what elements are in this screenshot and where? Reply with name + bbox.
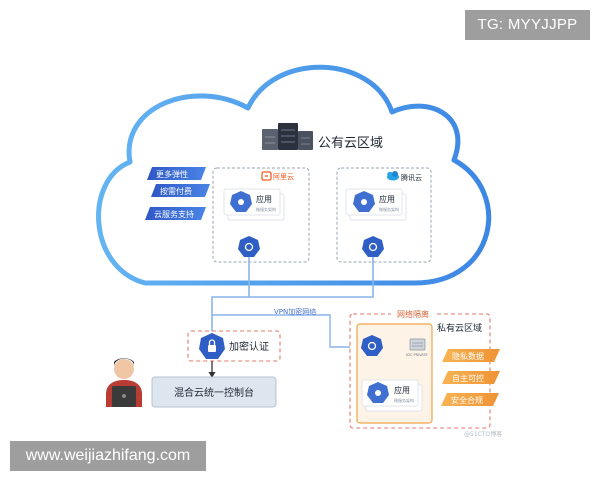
feature-tag-2-label: 按需付费 bbox=[160, 186, 192, 196]
auth-label: 加密认证 bbox=[229, 340, 269, 353]
idc-device-icon bbox=[409, 338, 426, 351]
isolation-tag bbox=[391, 308, 436, 320]
credit-text: @51CTO博客 bbox=[464, 430, 502, 438]
lock-shield-icon bbox=[199, 333, 225, 359]
aliyun-logo bbox=[261, 171, 272, 181]
feature-tag-1: 更多弹性 bbox=[147, 167, 206, 180]
private-tag-1: 隐私数据 bbox=[442, 349, 500, 362]
console-label: 混合云统一控制台 bbox=[174, 386, 254, 399]
microservice-icon-aliyun bbox=[230, 191, 252, 212]
microservice-icon-private bbox=[367, 382, 389, 403]
feature-tag-3: 云服务支持 bbox=[145, 207, 206, 220]
private-tag-2: 自主可控 bbox=[442, 371, 500, 384]
app-label-tencent: 应用 bbox=[379, 194, 395, 204]
idc-device-label: IDC PRIVATE bbox=[406, 353, 428, 357]
feature-tag-3-label: 云服务支持 bbox=[154, 209, 194, 219]
private-cloud-title: 私有云区域 bbox=[437, 322, 482, 334]
gateway-node-private bbox=[361, 335, 383, 356]
aliyun-name: 阿里云 bbox=[273, 172, 294, 181]
tencent-name: 腾讯云 bbox=[401, 173, 422, 182]
app-sub-tencent: 微服务架构 bbox=[379, 206, 399, 212]
public-cloud-title: 公有云区域 bbox=[318, 136, 383, 151]
server-rack-icon bbox=[262, 123, 313, 150]
app-label-private: 应用 bbox=[394, 385, 410, 395]
arrow-head bbox=[208, 372, 216, 378]
isolation-label: 网络隔离 bbox=[397, 309, 429, 319]
feature-tag-1-label: 更多弹性 bbox=[156, 169, 188, 179]
microservice-icon-tencent bbox=[353, 191, 375, 212]
gateway-node-aliyun bbox=[238, 236, 260, 257]
console-box bbox=[151, 376, 277, 408]
vpn-line-tencent bbox=[249, 257, 374, 298]
private-tag-2-label: 自主可控 bbox=[452, 373, 484, 383]
watermark-top: TG: MYYJJPP bbox=[465, 10, 590, 40]
tencent-cloud-logo bbox=[387, 171, 399, 181]
feature-tag-2: 按需付费 bbox=[151, 184, 210, 197]
gateway-node-tencent bbox=[362, 236, 384, 257]
app-sub-aliyun: 微服务架构 bbox=[256, 206, 276, 212]
vpn-line-aliyun bbox=[211, 257, 250, 331]
private-tag-3: 安全合规 bbox=[441, 393, 499, 406]
app-sub-private: 微服务架构 bbox=[394, 397, 414, 403]
admin-person-icon bbox=[106, 358, 142, 407]
private-tag-3-label: 安全合规 bbox=[451, 395, 483, 405]
private-tag-1-label: 隐私数据 bbox=[452, 351, 484, 361]
vpn-label: VPN加密网络 bbox=[274, 307, 316, 316]
watermark-bottom: www.weijiazhifang.com bbox=[10, 441, 206, 471]
app-label-aliyun: 应用 bbox=[256, 194, 272, 204]
